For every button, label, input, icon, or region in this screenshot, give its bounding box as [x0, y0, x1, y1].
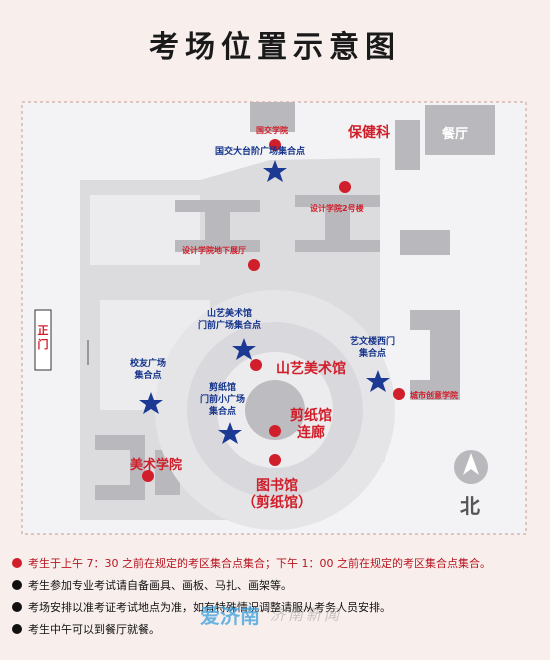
watermark: 爱济南 — [200, 604, 260, 628]
red-dot — [393, 388, 405, 400]
label-canting: 餐厅 — [442, 127, 469, 142]
label-baojianke: 保健科 — [348, 125, 390, 141]
black-bullet-icon — [12, 624, 22, 634]
assembly-markers — [142, 139, 405, 482]
star-icon — [263, 160, 287, 182]
campus-map: 国交学院 保健科 餐厅 国交大台阶广场集合点 设计学院2号楼 设计学院地下展厅 … — [20, 100, 530, 540]
label-shanyi-museum: 山艺美术馆 — [276, 361, 346, 377]
note-item: 考生参加专业考试请自备画具、画板、马扎、画架等。 — [12, 574, 542, 596]
note-item: 考生于上午 7：30 之前在规定的考区集合点集合；下午 1：00 之前在规定的考… — [12, 552, 542, 574]
label-meishu: 美术学院 — [130, 458, 183, 473]
notes-list: 考生于上午 7：30 之前在规定的考区集合点集合；下午 1：00 之前在规定的考… — [12, 552, 542, 640]
label-north: 北 — [460, 494, 480, 518]
building-meishu — [95, 435, 145, 500]
label-library: 图书馆 （剪纸馆） — [242, 478, 312, 511]
label-chengshi: 城市创意学院 — [410, 391, 458, 400]
label-shanyi-square: 山艺美术馆 门前广场集合点 — [198, 309, 262, 331]
label-main-gate: 正门 — [37, 324, 49, 351]
north-arrow-pointer — [463, 453, 479, 475]
plaza-center — [245, 380, 305, 440]
meeting-stars — [139, 160, 390, 444]
label-sheji2: 设计学院2号楼 — [310, 204, 364, 213]
red-bullet-icon — [12, 558, 22, 568]
black-bullet-icon — [12, 602, 22, 612]
label-guojiao-square: 国交大台阶广场集合点 — [215, 147, 306, 157]
map-drawing — [21, 101, 527, 535]
watermark-secondary: 济南新闻 — [270, 606, 343, 624]
red-dot — [142, 470, 154, 482]
star-icon — [366, 370, 390, 392]
note-item: 考场安排以准考证考试地点为准，如有特殊情况调整请服从考务人员安排。 — [12, 596, 542, 618]
red-dot — [250, 359, 262, 371]
building-canting — [425, 105, 495, 155]
star-icon — [218, 422, 242, 444]
star-icon — [232, 338, 256, 360]
label-yiwen-west: 艺文楼西门 集合点 — [350, 337, 396, 359]
red-dot — [269, 425, 281, 437]
map-title: 考场位置示意图 — [149, 30, 401, 65]
label-guojiao: 国交学院 — [256, 126, 288, 135]
red-dot — [339, 181, 351, 193]
red-dot — [269, 454, 281, 466]
note-item: 考生中午可以到餐厅就餐。 — [12, 618, 542, 640]
black-bullet-icon — [12, 580, 22, 590]
building-sheji2 — [295, 195, 380, 252]
red-dot — [269, 139, 281, 151]
building-sheji-basement — [175, 200, 260, 252]
label-sheji-basement: 设计学院地下展厅 — [182, 246, 246, 255]
building-east — [395, 120, 420, 170]
building-guojiao — [250, 102, 295, 132]
main-gate — [34, 309, 52, 371]
label-jianzhi-square: 剪纸馆 门前小广场 集合点 — [200, 383, 246, 417]
label-jianzhi-corridor: 剪纸馆 连廊 — [290, 408, 332, 441]
building-chengshi — [410, 310, 460, 400]
label-xiaoyou: 校友广场 集合点 — [130, 359, 167, 381]
red-dot — [248, 259, 260, 271]
building-east-small — [400, 230, 450, 255]
star-icon — [139, 392, 163, 414]
